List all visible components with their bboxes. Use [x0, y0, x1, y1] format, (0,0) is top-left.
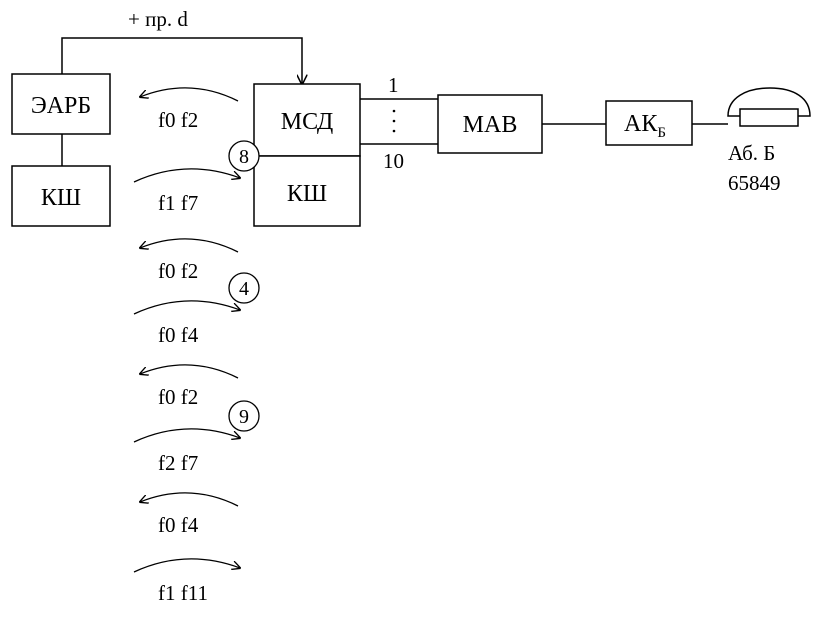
step-number-8: 8 [239, 146, 249, 168]
signal-label-2: f1 f7 [158, 191, 198, 215]
signal-label-7: f0 f4 [158, 513, 199, 537]
ksh-left-block [11, 165, 111, 227]
ak-label-base: АК [624, 111, 658, 137]
signal-arrow-7 [140, 492, 239, 507]
step-number-9: 9 [239, 406, 249, 428]
step-marker-8 [228, 140, 260, 172]
ksh-left-label: КШ [41, 185, 81, 211]
ak-label-subscript: Б [657, 125, 666, 141]
signal-label-3: f0 f2 [158, 259, 198, 283]
trunk-dot-1 [392, 109, 396, 113]
control-signal-label: + пр. d [128, 7, 188, 31]
signal-sequence: f0 f2 f1 f7 8 f0 f2 f0 f4 4 f0 f2 f2 f7 9 f0 f4 f1… [133, 87, 260, 605]
ak-block [605, 100, 693, 146]
mav-label: МАВ [463, 112, 518, 138]
trunk-dot-2 [392, 119, 396, 123]
telephone-icon [727, 87, 811, 127]
msd-label: МСД [281, 109, 334, 135]
signal-arrow-4 [133, 300, 240, 315]
step-number-4: 4 [239, 278, 249, 300]
signal-arrow-5 [140, 364, 239, 379]
signal-arrow-1 [140, 87, 239, 102]
trunk-dot-3 [392, 129, 396, 133]
subscriber-number: 65849 [728, 171, 781, 195]
earb-label: ЭАРБ [31, 93, 91, 119]
ksh-right-block [253, 155, 361, 227]
signal-label-4: f0 f4 [158, 323, 199, 347]
ksh-right-label: КШ [287, 181, 327, 207]
ak-label: АКБ [624, 111, 666, 141]
signal-label-5: f0 f2 [158, 385, 198, 409]
control-signal-line [61, 37, 302, 84]
trunk-last-number: 10 [383, 149, 404, 173]
trunk-first-number: 1 [388, 73, 399, 97]
subscriber-label: Аб. Б [728, 141, 775, 165]
step-marker-9 [228, 400, 260, 432]
signal-label-8: f1 f11 [158, 581, 208, 605]
signal-arrow-8 [133, 558, 240, 573]
signal-arrow-3 [140, 238, 239, 253]
signal-arrow-2 [133, 168, 240, 183]
msd-block [253, 83, 361, 157]
signal-label-1: f0 f2 [158, 108, 198, 132]
signal-arrow-6 [133, 428, 240, 443]
earb-block [11, 73, 111, 135]
step-marker-4 [228, 272, 260, 304]
signal-label-6: f2 f7 [158, 451, 198, 475]
